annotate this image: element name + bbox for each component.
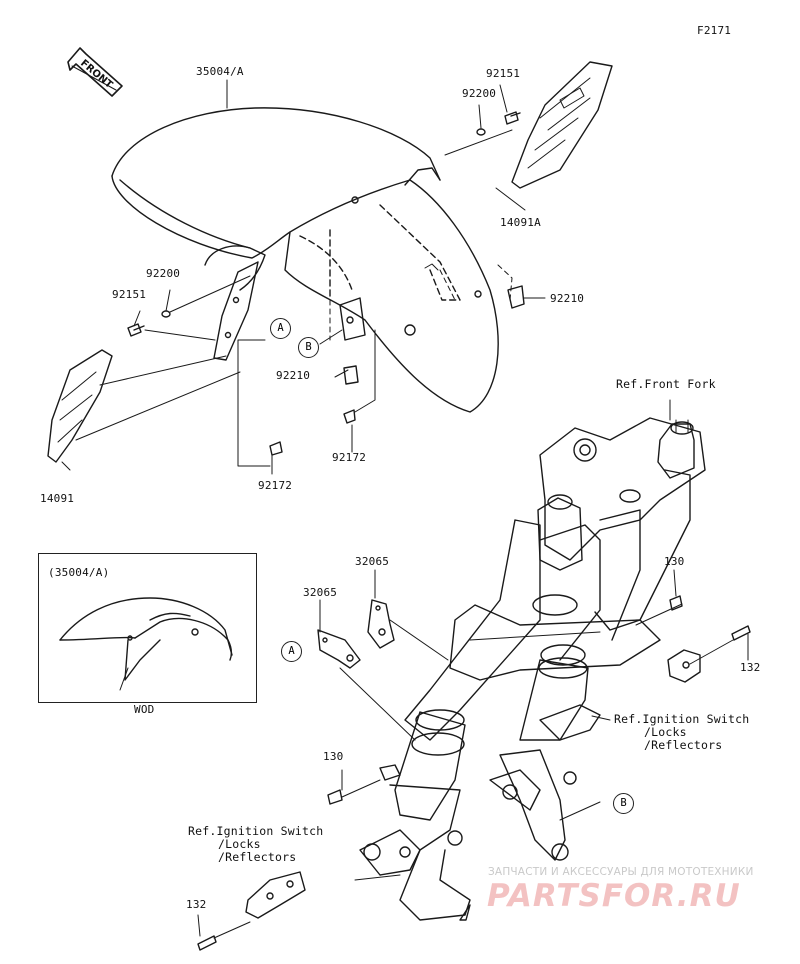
- part-label-14091a[interactable]: 14091A: [500, 216, 541, 229]
- front-fender-drawing: [111, 107, 499, 413]
- part-label-92151-right[interactable]: 92151: [486, 67, 521, 80]
- part-label-130-right[interactable]: 130: [664, 555, 685, 568]
- cover-left-drawing: [47, 349, 113, 463]
- part-label-14091[interactable]: 14091: [40, 492, 75, 505]
- hardware-drawing: [127, 111, 751, 951]
- part-label-130-left[interactable]: 130: [323, 750, 344, 763]
- ignition-bracket-left-drawing: [245, 871, 306, 919]
- front-fork-drawing: [354, 417, 706, 921]
- ref-ignition-right[interactable]: Ref.Ignition Switch /Locks /Reflectors: [614, 713, 749, 752]
- inset-fender-drawing: [59, 597, 233, 691]
- part-label-92172-center[interactable]: 92172: [332, 451, 367, 464]
- part-label-35004a[interactable]: 35004/A: [196, 65, 244, 78]
- callout-b-upper[interactable]: B: [298, 337, 319, 358]
- callout-a-upper[interactable]: A: [270, 318, 291, 339]
- ignition-bracket-right-drawing: [667, 649, 701, 683]
- watermark-tagline: ЗАПЧАСТИ И АКСЕССУАРЫ ДЛЯ МОТОТЕХНИКИ: [488, 866, 754, 878]
- watermark-logo: PARTSFOR.RU: [487, 878, 741, 914]
- front-arrow-icon: FRONT: [67, 47, 123, 97]
- part-label-92151-left[interactable]: 92151: [112, 288, 147, 301]
- ref-ignition-left[interactable]: Ref.Ignition Switch /Locks /Reflectors: [188, 825, 323, 864]
- bracket-32065-drawing: [317, 599, 395, 669]
- ref-ignition-left-line2: /Locks: [218, 837, 261, 851]
- cover-right-drawing: [511, 61, 613, 189]
- part-label-92172-left[interactable]: 92172: [258, 479, 293, 492]
- fender-bracket-left-drawing: [213, 261, 259, 361]
- inset-title: (35004/A): [48, 566, 110, 579]
- inset-frame: [38, 553, 257, 703]
- ref-ignition-left-line1: Ref.Ignition Switch: [188, 824, 324, 838]
- part-label-32065-lower[interactable]: 32065: [303, 586, 338, 599]
- callout-b-lower[interactable]: B: [613, 793, 634, 814]
- part-label-92210-right[interactable]: 92210: [550, 292, 585, 305]
- ref-ignition-right-line1: Ref.Ignition Switch: [614, 712, 750, 726]
- callout-a-lower[interactable]: A: [281, 641, 302, 662]
- part-label-92200-right[interactable]: 92200: [462, 87, 497, 100]
- dashed-leader-lines: [329, 264, 513, 341]
- ref-ignition-left-line3: /Reflectors: [218, 850, 297, 864]
- ref-ignition-right-line2: /Locks: [644, 725, 687, 739]
- part-label-132-left[interactable]: 132: [186, 898, 207, 911]
- ref-front-fork[interactable]: Ref.Front Fork: [616, 377, 716, 391]
- leader-lines: [61, 79, 749, 939]
- inset-caption: WOD: [134, 703, 155, 716]
- part-label-132-right[interactable]: 132: [740, 661, 761, 674]
- part-label-92200-left[interactable]: 92200: [146, 267, 181, 280]
- ref-ignition-right-line3: /Reflectors: [644, 738, 723, 752]
- part-label-32065-upper[interactable]: 32065: [355, 555, 390, 568]
- figure-code: F2171: [697, 24, 732, 37]
- part-label-92210-center[interactable]: 92210: [276, 369, 311, 382]
